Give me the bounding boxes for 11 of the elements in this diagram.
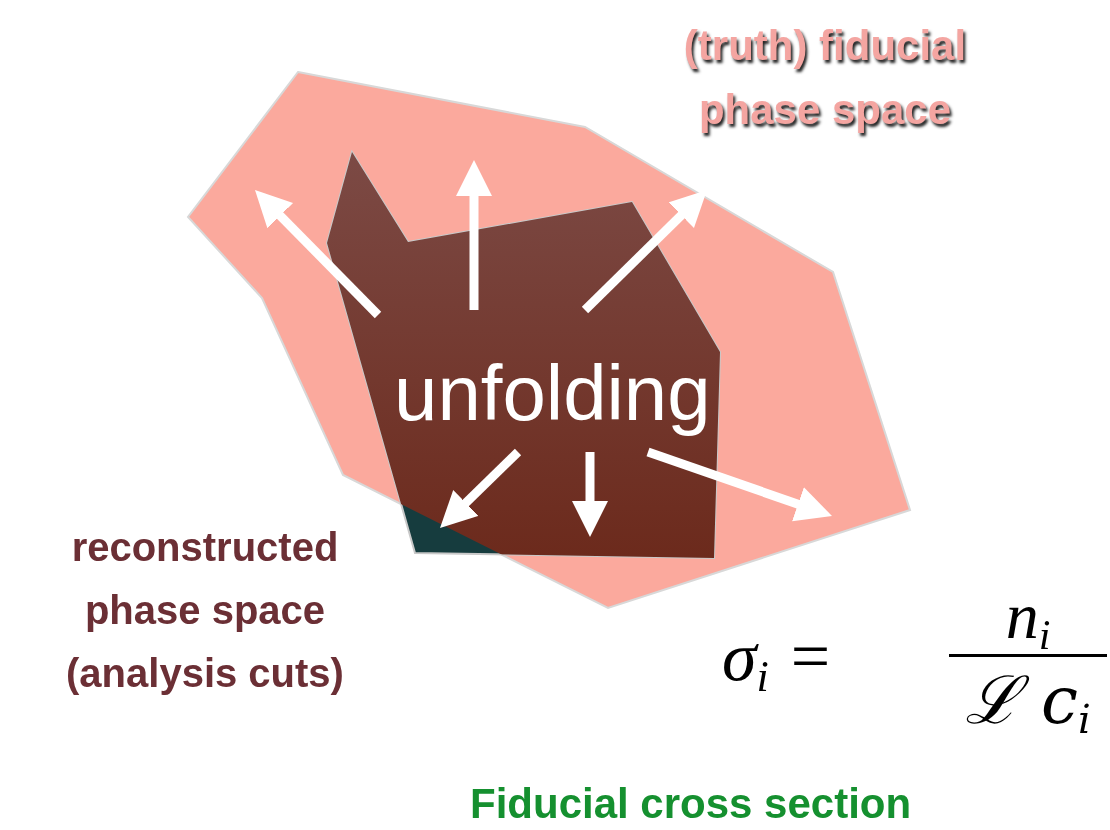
region-label: reconstructed phase space (analysis cuts) <box>65 524 345 697</box>
process-label: unfolding <box>394 348 711 438</box>
math-text: n$_{i}$ <box>1005 578 1051 654</box>
arrow <box>646 447 832 522</box>
math-text: ℒ c$_{i}$ <box>965 661 1091 743</box>
region-label: (truth) fiducial phase space <box>682 21 968 135</box>
arrow <box>255 190 382 319</box>
caption-text: Fiducial cross section <box>470 780 912 828</box>
arrow <box>456 160 492 310</box>
math-text: σ$_{i}$ = <box>722 622 834 692</box>
arrow <box>581 190 707 314</box>
